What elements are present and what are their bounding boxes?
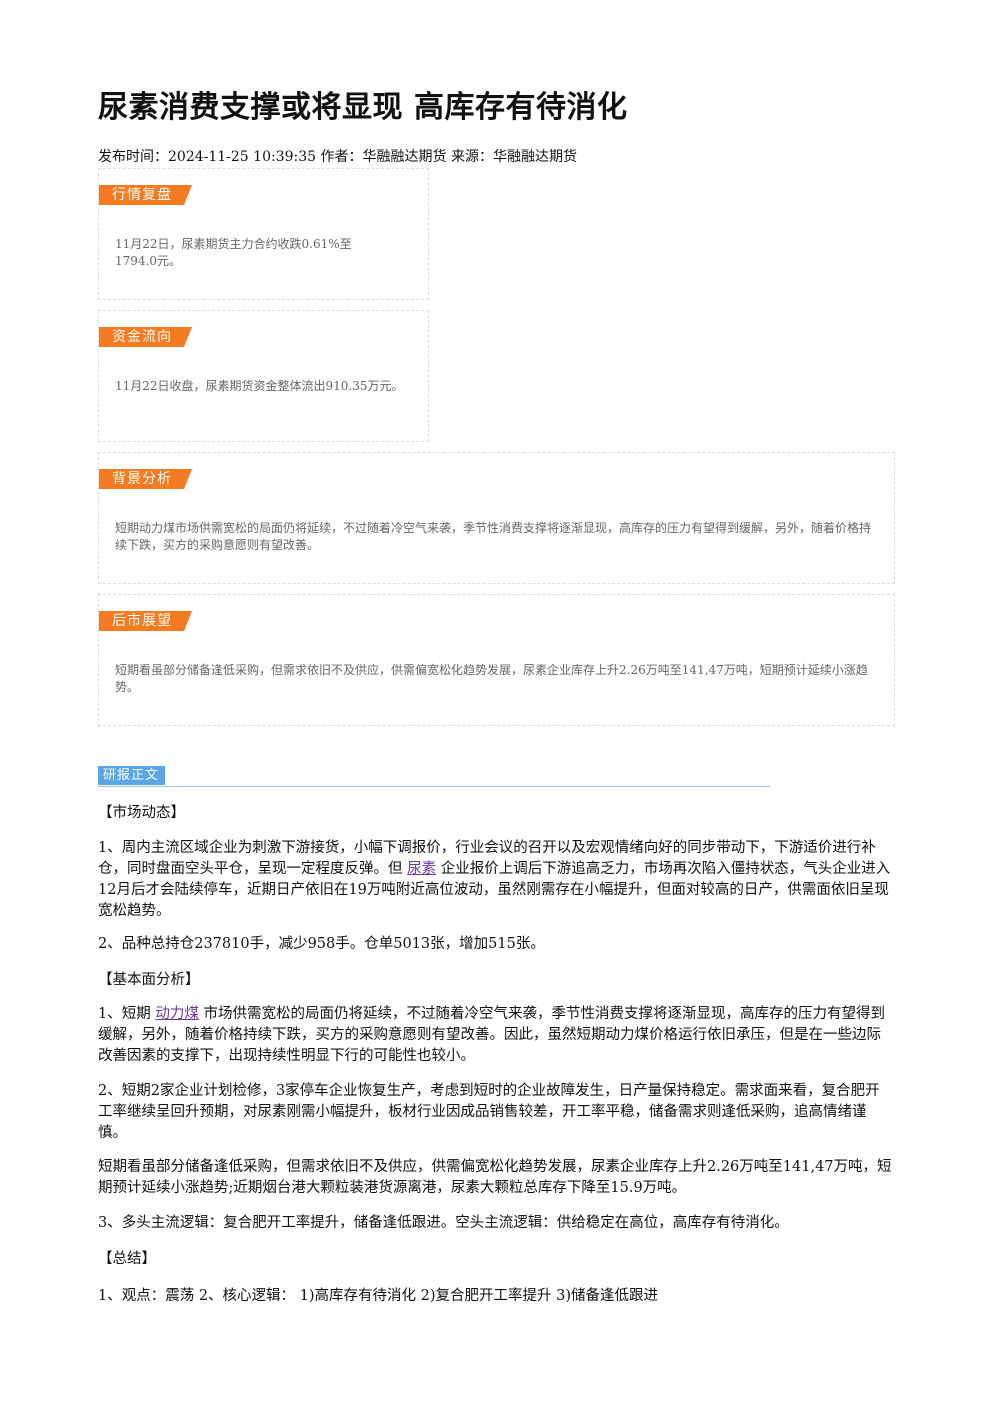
card-outlook: 后市展望 短期看虽部分储备逢低采购，但需求依旧不及供应，供需偏宽松化趋势发展，尿… [98, 594, 895, 726]
link-urea[interactable]: 尿素 [407, 861, 437, 877]
section-header: 研报正文 [98, 766, 770, 787]
card-tag-market-review: 行情复盘 [99, 185, 192, 205]
heading-summary: 【总结】 [98, 1251, 156, 1267]
paragraph-market-1-part-a: 1、周内主流区域企业为刺激下游接货，小幅下调报价，行业会议的召开以及宏观情绪向好… [98, 840, 876, 877]
article-meta: 发布时间：2024-11-25 10:39:35 作者：华融融达期货 来源：华融… [98, 149, 577, 165]
paragraph-fund-1-part-b: 市场供需宽松的局面仍将延续，不过随着冷空气来袭，季节性消费支撑将逐渐显现，高库存… [98, 1006, 885, 1064]
card-tag-background-analysis: 背景分析 [99, 469, 192, 489]
paragraph-market-2: 2、品种总持仓237810手，减少958手。仓单5013张，增加515张。 [98, 936, 545, 952]
paragraph-fund-2: 2、短期2家企业计划检修，3家停车企业恢复生产，考虑到短时的企业故障发生，日产量… [98, 1083, 880, 1141]
paragraph-fund-1: 1、短期 动力煤 市场供需宽松的局面仍将延续，不过随着冷空气来袭，季节性消费支撑… [98, 1004, 893, 1067]
card-tag-outlook: 后市展望 [99, 611, 192, 631]
heading-market-dynamics: 【市场动态】 [98, 805, 185, 821]
heading-fundamental-analysis: 【基本面分析】 [98, 972, 200, 988]
paragraph-fund-1-part-a: 1、短期 [98, 1006, 151, 1022]
link-thermal-coal[interactable]: 动力煤 [155, 1006, 199, 1022]
card-text-market-review: 11月22日，尿素期货主力合约收跌0.61%至1794.0元。 [115, 237, 352, 268]
paragraph-fund-4: 3、多头主流逻辑：复合肥开工率提升，储备逢低跟进。空头主流逻辑：供给稳定在高位，… [98, 1215, 789, 1231]
page-title: 尿素消费支撑或将显现 高库存有待消化 [98, 90, 628, 125]
card-background-analysis: 背景分析 短期动力煤市场供需宽松的局面仍将延续，不过随着冷空气来袭，季节性消费支… [98, 452, 895, 584]
card-text-fund-flow: 11月22日收盘，尿素期货资金整体流出910.35万元。 [115, 379, 404, 393]
section-tag-report-body: 研报正文 [98, 766, 166, 785]
card-fund-flow: 资金流向 11月22日收盘，尿素期货资金整体流出910.35万元。 [98, 310, 429, 442]
paragraph-fund-3: 短期看虽部分储备逢低采购，但需求依旧不及供应，供需偏宽松化趋势发展，尿素企业库存… [98, 1159, 892, 1196]
paragraph-market-1: 1、周内主流区域企业为刺激下游接货，小幅下调报价，行业会议的召开以及宏观情绪向好… [98, 838, 893, 922]
card-market-review: 行情复盘 11月22日，尿素期货主力合约收跌0.61%至1794.0元。 [98, 168, 429, 300]
card-tag-fund-flow: 资金流向 [99, 327, 192, 347]
paragraph-summary: 1、观点：震荡 2、核心逻辑： 1)高库存有待消化 2)复合肥开工率提升 3)储… [98, 1288, 659, 1304]
card-text-background-analysis: 短期动力煤市场供需宽松的局面仍将延续，不过随着冷空气来袭，季节性消费支撑将逐渐显… [115, 521, 872, 552]
card-text-outlook: 短期看虽部分储备逢低采购，但需求依旧不及供应，供需偏宽松化趋势发展，尿素企业库存… [115, 663, 868, 694]
paragraph-market-1-part-b: 企业报价上调后下游追高乏力，市场再次陷入僵持状态，气头企业进入12月后才会陆续停… [98, 861, 891, 919]
